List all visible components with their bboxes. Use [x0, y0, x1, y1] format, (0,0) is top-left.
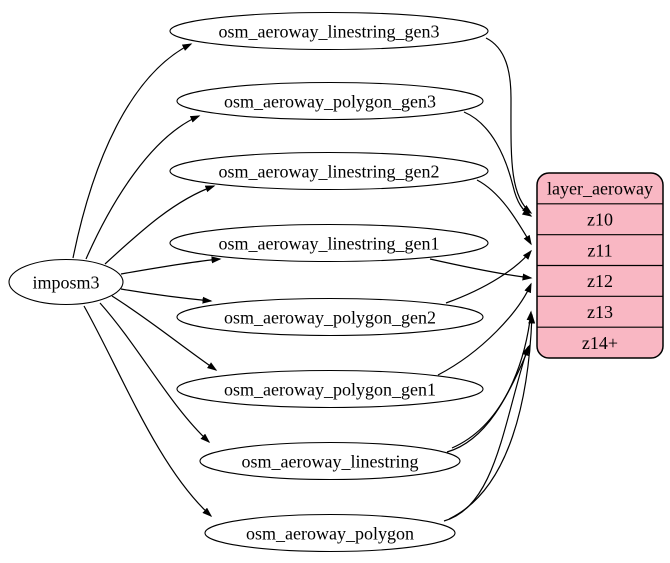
node-osm_aeroway_polygon_gen3: osm_aeroway_polygon_gen3	[176, 81, 484, 121]
record-row-z11: z11	[587, 240, 612, 260]
node-label: osm_aeroway_polygon_gen1	[224, 379, 436, 399]
node-ellipse	[199, 441, 461, 481]
node-imposm3: imposm3	[8, 258, 124, 306]
node-osm_aeroway_polygon_gen2: osm_aeroway_polygon_gen2	[176, 297, 484, 337]
node-label: osm_aeroway_polygon	[246, 523, 414, 543]
node-label: osm_aeroway_linestring	[242, 451, 419, 471]
node-ellipse	[169, 11, 489, 51]
node-label: imposm3	[32, 272, 99, 292]
node-label: osm_aeroway_linestring_gen2	[219, 161, 440, 181]
node-ellipse	[8, 258, 124, 306]
edges-layer	[72, 37, 536, 522]
node-ellipse	[169, 223, 489, 263]
record-row-z12: z12	[587, 271, 613, 291]
record-row-z10: z10	[587, 210, 613, 230]
edge-imposm3--osm_aeroway_linestring	[99, 302, 211, 444]
node-ellipse	[169, 151, 489, 191]
node-osm_aeroway_linestring_gen1: osm_aeroway_linestring_gen1	[169, 223, 489, 263]
node-osm_aeroway_polygon: osm_aeroway_polygon	[204, 513, 456, 553]
edge-osm_aeroway_linestring_gen2--layer_aeroway-z11	[476, 179, 532, 246]
edge-imposm3--osm_aeroway_polygon_gen3	[85, 115, 201, 260]
node-label: osm_aeroway_linestring_gen1	[219, 233, 440, 253]
node-ellipse	[204, 513, 456, 553]
edge-imposm3--osm_aeroway_linestring_gen2	[104, 185, 216, 265]
edge-osm_aeroway_polygon_gen2--layer_aeroway-z11	[445, 249, 532, 304]
node-ellipse	[176, 369, 484, 409]
edge-imposm3--osm_aeroway_linestring_gen3	[72, 43, 193, 259]
edge-osm_aeroway_linestring--layer_aeroway-z14+	[446, 343, 531, 453]
node-label: osm_aeroway_polygon_gen2	[224, 307, 436, 327]
edge-osm_aeroway_polygon--layer_aeroway-z13	[448, 313, 536, 520]
edge-osm_aeroway_polygon_gen3--layer_aeroway-z10	[463, 111, 533, 217]
node-osm_aeroway_linestring_gen2: osm_aeroway_linestring_gen2	[169, 151, 489, 191]
node-ellipse	[176, 297, 484, 337]
node-osm_aeroway_polygon_gen1: osm_aeroway_polygon_gen1	[176, 369, 484, 409]
nodes-layer: imposm3 osm_aeroway_linestring_gen3 osm_ae…	[8, 11, 664, 553]
edge-osm_aeroway_polygon_gen1--layer_aeroway-z12	[437, 282, 532, 376]
node-label: osm_aeroway_polygon_gen3	[224, 91, 436, 111]
edge-imposm3--osm_aeroway_polygon	[83, 305, 213, 518]
edge-osm_aeroway_linestring_gen3--layer_aeroway-z10	[485, 37, 533, 214]
node-osm_aeroway_linestring_gen3: osm_aeroway_linestring_gen3	[169, 11, 489, 51]
edge-osm_aeroway_linestring_gen1--layer_aeroway-z12	[429, 258, 533, 281]
edge-osm_aeroway_polygon--layer_aeroway-z14+	[443, 345, 529, 522]
node-osm_aeroway_linestring: osm_aeroway_linestring	[199, 441, 461, 481]
edge-imposm3--osm_aeroway_polygon_gen2	[120, 288, 213, 304]
edge-imposm3--osm_aeroway_polygon_gen1	[111, 295, 218, 371]
node-label: osm_aeroway_linestring_gen3	[219, 21, 440, 41]
record-row-z13: z13	[587, 302, 613, 322]
record-row-z14+: z14+	[582, 333, 618, 353]
edge-imposm3--osm_aeroway_linestring_gen1	[120, 256, 222, 275]
node-layer_aeroway: layer_aeroway z10 z11 z12 z13 z14+	[536, 172, 664, 359]
record-header: layer_aeroway	[547, 179, 653, 199]
node-ellipse	[176, 81, 484, 121]
